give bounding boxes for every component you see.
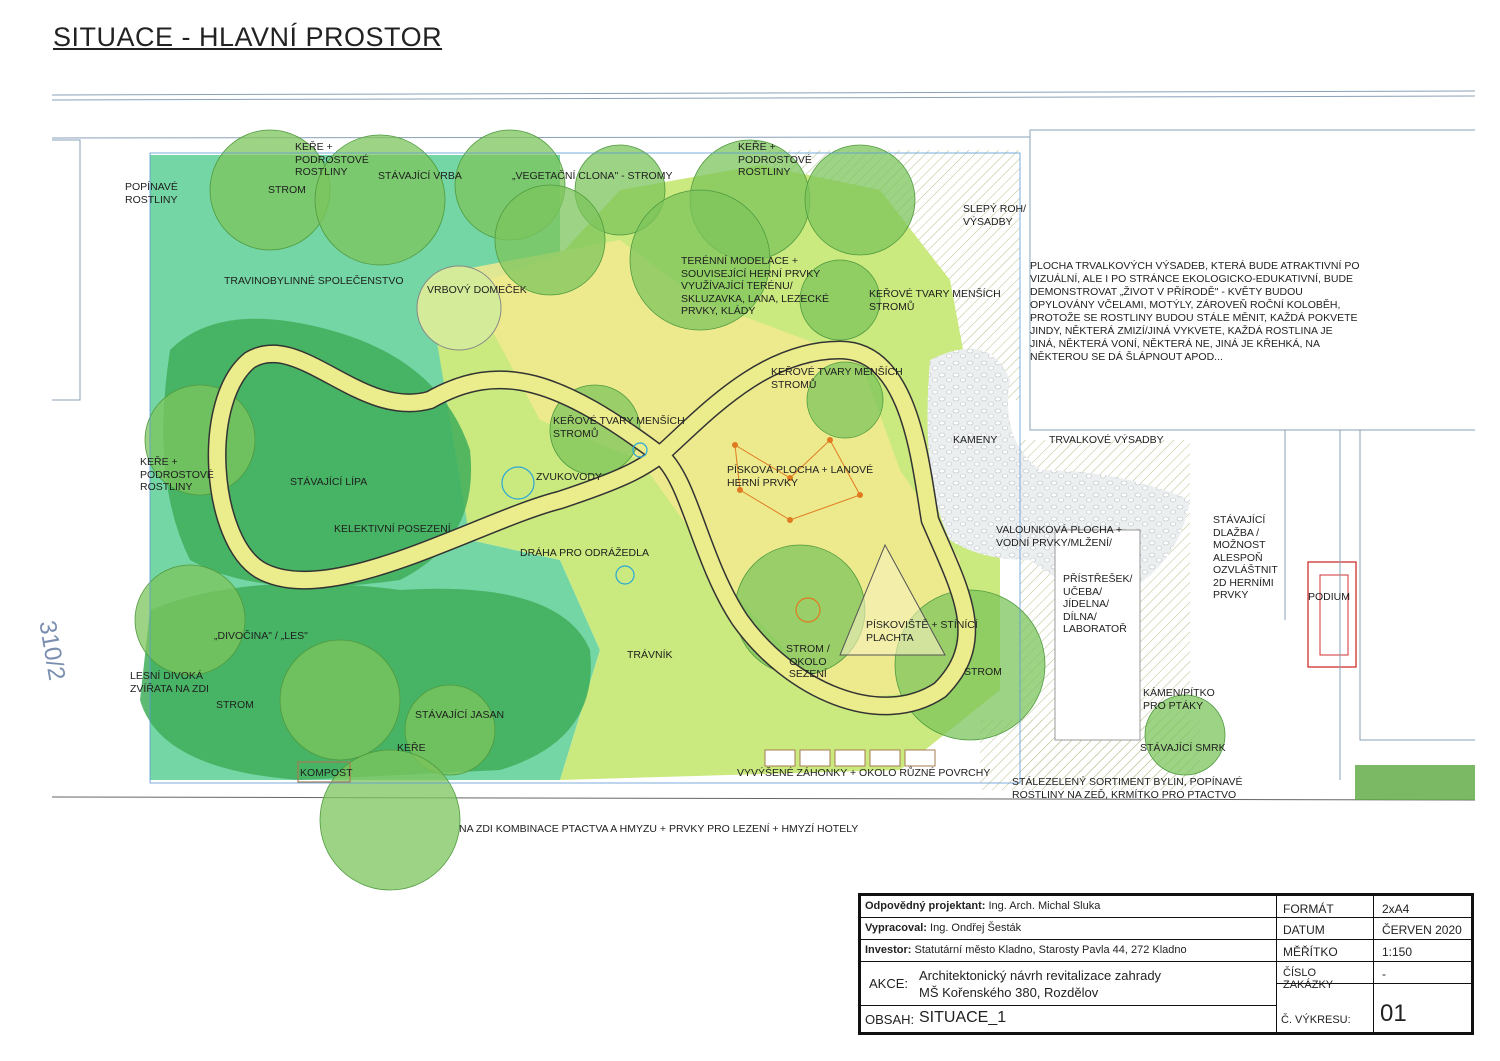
podium [1307,561,1357,668]
label-terenni-modelace: TERÉNNÍ MODELACE + SOUVISEJÍCÍ HERNÍ PRV… [681,255,830,317]
zakazka-value: - [1374,962,1471,984]
label-stalezeleny: STÁLEZELENÝ SORTIMENT BYLIN, POPÍNAVÉ RO… [1012,776,1243,801]
vypracoval-value: Ing. Ondřej Šesták [926,922,1022,934]
label-na-zdi: NA ZDI KOMBINACE PTACTVA A HMYZU + PRVKY… [459,823,859,835]
label-pristresek: PŘÍSTŘEŠEK/ UČEBA/ JÍDELNA/ DÍLNA/ LABOR… [1063,573,1133,635]
label-strom-left: STROM [216,699,254,711]
sandpit-sail [839,543,946,656]
raised-beds [764,749,936,767]
format-key: FORMÁT [1277,896,1374,918]
site-boundary [149,152,1021,784]
podium [1319,574,1349,656]
akce-line2: MŠ Kořenského 380, Rozdělov [919,985,1099,1000]
label-valounkova: VALOUNKOVÁ PLOCHA + VODNÍ PRVKY/MLŽENÍ/ [996,524,1123,549]
shelter-building [1054,529,1141,741]
vykres-key-cell: Č. VÝKRESU: [1277,984,1374,1032]
label-kere-top-left: KEŘE + PODROSTOVÉ ROSTLINY [295,141,369,178]
label-kerove-tvary-2: KEŘOVÉ TVARY MENŠÍCH STROMŮ [771,366,903,391]
akce-key: AKCE: [869,976,909,991]
label-vyvysene: VYVÝŠENÉ ZÁHONKY + OKOLO RŮZNÉ POVRCHY [737,767,991,779]
meritko-value: 1:150 [1374,940,1471,962]
format-value: 2xA4 [1374,896,1471,918]
label-parcel-number: 310/2 [33,618,71,683]
investor-key: Investor: [865,944,912,956]
label-trvalkove-vysadby: TRVALKOVÉ VÝSADBY [1049,434,1164,446]
label-podium: PODIUM [1308,591,1350,603]
label-slepy-roh: SLEPÝ ROH/ VÝSADBY [963,203,1027,228]
vykres-value-cell: 01 [1374,984,1471,1032]
street-line [51,90,1476,96]
boundary-line [51,796,1476,801]
building-outline [1029,129,1475,431]
label-kere-bottom: KEŘE [397,742,426,754]
label-popinave: POPÍNAVÉ ROSTLINY [125,181,178,206]
label-travinobylinne: TRAVINOBYLINNÉ SPOLEČENSTVO [224,275,404,287]
rope-play-elements [732,437,863,523]
label-vrbovy-domecek: VRBOVÝ DOMEČEK [427,284,527,296]
label-kameny: KAMENY [953,434,998,446]
vypracoval-key: Vypracoval: [865,922,927,934]
page-title: SITUACE - HLAVNÍ PROSTOR [53,22,443,52]
label-kere-top-right: KEŘE + PODROSTOVÉ ROSTLINY [738,141,812,178]
label-lesni-zvirata: LESNÍ DIVOKÁ ZVÍŘATA NA ZDI [130,670,209,695]
label-kere-left: KEŘE + PODROSTOVÉ ROSTLINY [140,456,214,493]
label-piskova-plocha: PÍSKOVÁ PLOCHA + LANOVÉ HERNÍ PRVKY [727,464,874,489]
label-stavajici-smrk: STÁVAJÍCÍ SMRK [1140,742,1226,754]
datum-value: ČERVEN 2020 [1374,918,1471,940]
bike-track [209,341,975,714]
label-kerove-tvary-1: KEŘOVÉ TVARY MENŠÍCH STROMŮ [869,288,1001,313]
willow-house [416,265,502,351]
label-strom-okolo: STROM / OKOLO SEZENÍ [786,643,830,680]
vykres-key: Č. VÝKRESU: [1281,1014,1351,1026]
label-stavajici-vrba: STÁVAJÍCÍ VRBA [378,170,462,182]
label-kerove-tvary-3: KEŘOVÉ TVARY MENŠÍCH STROMŮ [553,415,685,440]
label-vegetacni-clona: „VEGETAČNÍ CLONA" - STROMY [512,170,673,182]
investor-value: Statutární město Kladno, Starosty Pavla … [911,944,1187,956]
label-zvukovody: ZVUKOVODY [536,471,602,483]
label-kamen-pitko: KÁMEN/PÍTKO PRO PTÁKY [1143,687,1215,712]
perennial-note: PLOCHA TRVALKOVÝCH VÝSADEB, KTERÁ BUDE A… [1030,260,1360,363]
label-travnik: TRÁVNÍK [627,649,673,661]
sound-tubes [501,442,821,623]
neighbor-building [52,139,81,401]
building-outline [1284,430,1475,780]
label-strom-top: STROM [268,184,306,196]
street-line [51,95,1476,101]
datum-key: DATUM [1277,918,1374,940]
label-stavajici-lipa: STÁVAJÍCÍ LÍPA [290,476,368,488]
compost-bin [297,761,351,783]
label-kolektivni-posezeni: KELEKTIVNÍ POSEZENÍ [334,523,451,535]
label-piskoviste: PÍSKOVIŠTĚ + STÍNÍCÍ PLACHTA [866,619,978,644]
boundary-line [51,136,1031,139]
label-kompost: KOMPOST [300,767,353,779]
label-stavajici-dlazba: STÁVAJÍCÍ DLAŽBA / MOŽNOST ALESPOŇ OZVLÁ… [1213,514,1278,601]
meritko-key: MĚŘÍTKO [1277,940,1374,962]
obsah-key: OBSAH: [865,1012,915,1027]
zakazka-key: ČÍSLO ZAKÁZKY [1277,962,1374,991]
vykres-value: 01 [1380,1000,1407,1027]
projektant-value: Ing. Arch. Michal Sluka [985,900,1101,912]
title-block: Odpovědný projektant: Ing. Arch. Michal … [858,893,1474,1035]
label-draha: DRÁHA PRO ODRÁŽEDLA [520,547,649,559]
label-stavajici-jasan: STÁVAJÍCÍ JASAN [415,709,505,721]
label-strom-right: STROM [964,666,1002,678]
projektant-key: Odpovědný projektant: [865,900,986,912]
hedge [1355,765,1475,800]
label-divocina: „DIVOČINA" / „LES" [214,630,308,642]
obsah-value: SITUACE_1 [919,1009,1007,1026]
akce-line1: Architektonický návrh revitalizace zahra… [919,968,1162,983]
